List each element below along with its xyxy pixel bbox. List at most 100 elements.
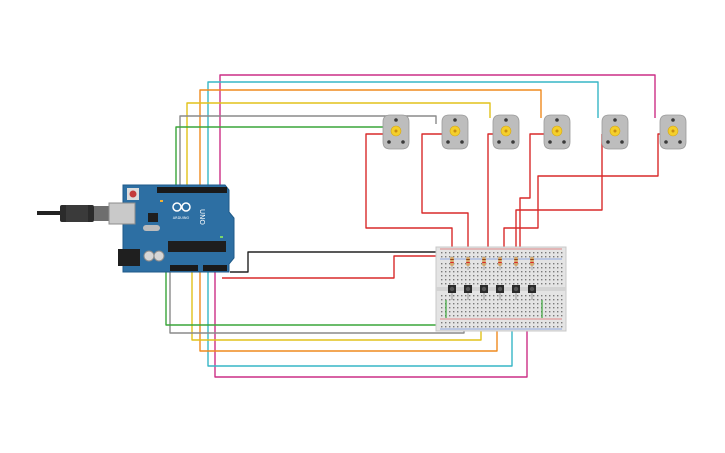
breadboard-hole: [469, 256, 471, 258]
breadboard-hole: [541, 326, 543, 328]
breadboard-hole: [497, 295, 499, 297]
breadboard-hole: [461, 271, 463, 273]
breadboard-hole: [517, 307, 519, 309]
wire-orange-top: [199, 89, 542, 190]
breadboard-hole: [457, 283, 459, 285]
breadboard-hole: [473, 295, 475, 297]
motor-terminal: [562, 140, 566, 144]
breadboard-hole: [549, 311, 551, 313]
breadboard-hole: [457, 279, 459, 281]
breadboard-hole: [549, 326, 551, 328]
breadboard-hole: [553, 326, 555, 328]
breadboard-hole: [529, 295, 531, 297]
breadboard-hole: [525, 326, 527, 328]
breadboard-hole: [441, 299, 443, 301]
breadboard-hole: [541, 283, 543, 285]
breadboard-hole: [477, 252, 479, 254]
breadboard-hole: [453, 307, 455, 309]
breadboard-hole: [521, 275, 523, 277]
breadboard-hole: [469, 271, 471, 273]
pushbutton[interactable]: [528, 285, 536, 300]
resistor[interactable]: [514, 256, 518, 270]
breadboard-hole: [561, 311, 563, 313]
breadboard-hole: [537, 256, 539, 258]
breadboard-hole: [541, 322, 543, 324]
breadboard-hole: [529, 299, 531, 301]
breadboard[interactable]: [435, 246, 567, 332]
wire-red-m6: [503, 133, 660, 254]
breadboard-hole: [513, 267, 515, 269]
dc-motor[interactable]: [543, 114, 571, 150]
wire-gray-bottom: [169, 270, 465, 334]
resistor[interactable]: [498, 256, 502, 270]
pushbutton[interactable]: [496, 285, 504, 300]
breadboard-hole: [477, 326, 479, 328]
breadboard-hole: [477, 307, 479, 309]
resistor-band: [482, 259, 486, 260]
breadboard-hole: [537, 275, 539, 277]
dc-motor[interactable]: [382, 114, 410, 150]
resistor[interactable]: [530, 256, 534, 270]
breadboard-hole: [441, 295, 443, 297]
breadboard-hole: [517, 267, 519, 269]
breadboard-hole: [493, 263, 495, 265]
breadboard-hole: [493, 299, 495, 301]
dc-motor[interactable]: [441, 114, 469, 150]
breadboard-hole: [509, 311, 511, 313]
resistor-band: [450, 262, 454, 263]
breadboard-hole: [557, 322, 559, 324]
resistor[interactable]: [466, 256, 470, 270]
breadboard-hole: [449, 263, 451, 265]
breadboard-hole: [481, 271, 483, 273]
breadboard-hole: [545, 252, 547, 254]
breadboard-hole: [465, 271, 467, 273]
wire-black-gnd: [230, 251, 440, 273]
breadboard-hole: [445, 326, 447, 328]
breadboard-hole: [557, 275, 559, 277]
arduino-logo-icon: [172, 202, 191, 212]
breadboard-hole: [521, 322, 523, 324]
pushbutton-cap: [449, 286, 455, 292]
breadboard-hole: [529, 275, 531, 277]
breadboard-hole: [481, 307, 483, 309]
arduino-board[interactable]: ARDUINO UNO: [108, 184, 235, 273]
breadboard-hole: [485, 295, 487, 297]
capacitor-1: [143, 250, 155, 262]
breadboard-hole: [469, 283, 471, 285]
breadboard-hole: [473, 311, 475, 313]
dc-motor[interactable]: [601, 114, 629, 150]
pushbutton[interactable]: [480, 285, 488, 300]
breadboard-hole: [493, 283, 495, 285]
breadboard-hole: [477, 315, 479, 317]
breadboard-hole: [545, 267, 547, 269]
breadboard-hole: [501, 322, 503, 324]
breadboard-hole: [553, 299, 555, 301]
breadboard-hole: [461, 322, 463, 324]
breadboard-hole: [461, 275, 463, 277]
breadboard-hole: [489, 315, 491, 317]
breadboard-hole: [481, 252, 483, 254]
dc-motor[interactable]: [659, 114, 687, 150]
dc-motor[interactable]: [492, 114, 520, 150]
breadboard-hole: [561, 275, 563, 277]
breadboard-hole: [497, 303, 499, 305]
breadboard-hole: [497, 326, 499, 328]
breadboard-hole: [501, 295, 503, 297]
breadboard-hole: [521, 326, 523, 328]
breadboard-hole: [553, 252, 555, 254]
breadboard-hole: [489, 326, 491, 328]
resistor[interactable]: [450, 256, 454, 270]
resistor-band: [498, 259, 502, 260]
pushbutton[interactable]: [464, 285, 472, 300]
breadboard-hole: [445, 263, 447, 265]
breadboard-hole: [541, 271, 543, 273]
breadboard-hole: [549, 256, 551, 258]
resistor-band: [450, 259, 454, 260]
breadboard-hole: [473, 271, 475, 273]
pushbutton[interactable]: [448, 285, 456, 300]
breadboard-hole: [481, 315, 483, 317]
breadboard-hole: [505, 311, 507, 313]
pushbutton[interactable]: [512, 285, 520, 300]
resistor[interactable]: [482, 256, 486, 270]
breadboard-hole: [489, 307, 491, 309]
